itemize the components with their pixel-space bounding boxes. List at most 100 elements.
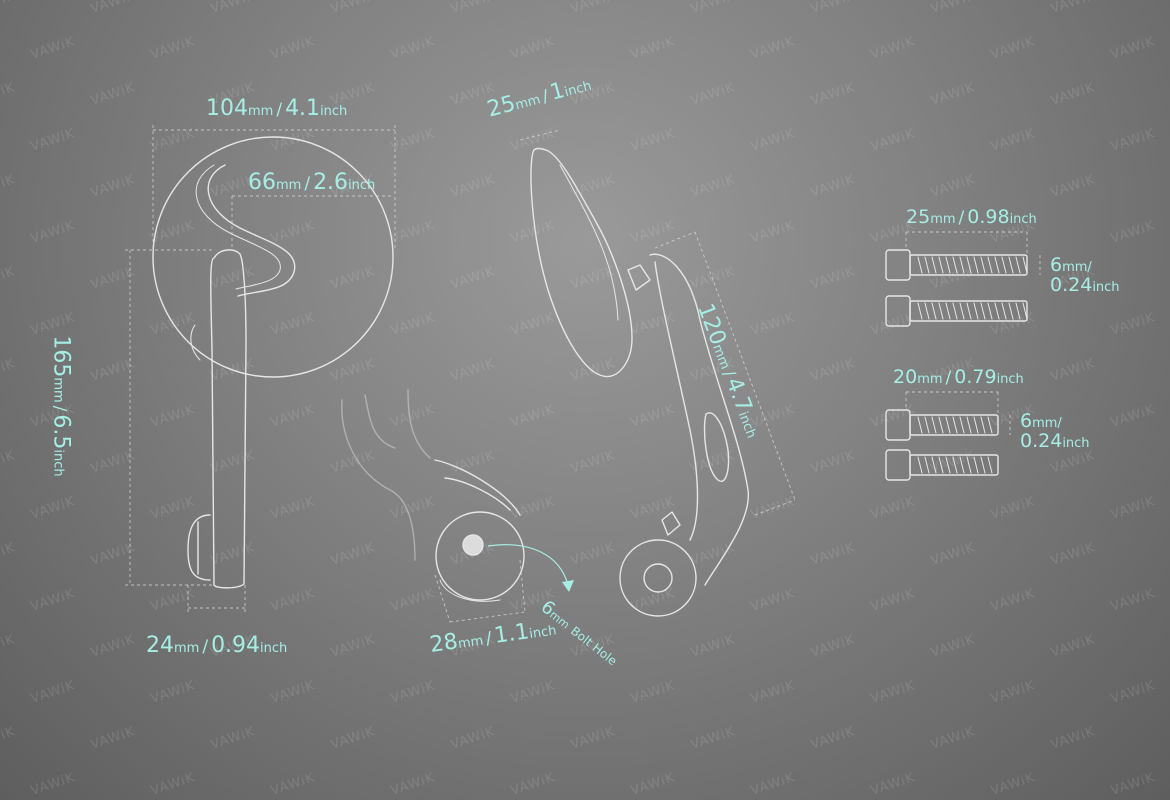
dim-bolt2-diameter: 6mm/ 0.24inch [1020,410,1090,452]
thread-line [924,256,930,274]
bolt-threads [917,256,1028,474]
thread-line [966,302,972,320]
clamp-arm [444,477,511,511]
clamp-arm [434,459,521,516]
thread-line [973,302,979,320]
dim-mirror-width: 104mm/4.1inch [206,96,348,121]
handlebar-ghost [341,399,416,561]
handlebar-ghost [407,389,431,459]
stem-shadow [190,324,201,361]
dim-bolt1-length: 25mm/0.98inch [906,206,1037,228]
thread-line [917,416,923,434]
bolt-shaft [909,454,999,476]
thread-line [924,456,930,474]
thread-line [1022,302,1028,320]
thread-line [1001,302,1007,320]
clamp-shadow [439,579,501,602]
mirror-reflection-curve [207,164,296,297]
thread-line [924,416,930,434]
thread-line [973,456,979,474]
thread-line [945,456,951,474]
thread-line [931,456,937,474]
thread-line [966,256,972,274]
thread-line [980,256,986,274]
thread-line [966,456,972,474]
thread-line [987,256,993,274]
thread-line [938,456,944,474]
thread-line [994,302,1000,320]
bolt-head [885,249,911,281]
thread-line [1008,302,1014,320]
clamp-view [341,389,525,602]
dim-bolt2-length: 20mm/0.79inch [893,366,1024,388]
bolt-shaft [909,254,1028,276]
thread-line [931,302,937,320]
thread-line [959,302,965,320]
front-view [152,136,394,589]
bolt-head [885,409,911,441]
mirror-head-side [530,147,633,378]
thread-line [994,256,1000,274]
side-view [530,147,749,617]
arm-inner-edge [654,261,699,541]
mirror-glass-outline [152,136,394,378]
ball-joint [627,264,651,291]
side-clamp-hole [643,563,673,593]
thread-line [1008,256,1014,274]
dim-mirror-inner: 66mm/2.6inch [248,170,376,195]
bolt-shaft [909,300,1028,322]
thread-line [1015,302,1021,320]
thread-line [931,256,937,274]
thread-line [980,416,986,434]
mirror-reflection-curve [195,164,281,290]
thread-line [945,416,951,434]
bolt-hole-arrowhead [562,580,574,592]
side-clamp-screw [661,511,681,536]
thread-line [952,456,958,474]
thread-line [952,256,958,274]
handlebar-ghost [364,394,396,449]
thread-line [987,416,993,434]
bolt-head [885,449,911,481]
thread-line [952,302,958,320]
thread-line [917,302,923,320]
arm-outer-edge [649,253,749,586]
dimension-lines [125,125,1041,623]
dim-stem-width: 24mm/0.94inch [146,633,288,658]
thread-line [980,302,986,320]
thread-line [959,456,965,474]
thread-line [931,416,937,434]
thread-line [938,302,944,320]
thread-line [987,302,993,320]
bolt-shaft [909,414,999,436]
dim-bolt1-diameter: 6mm/ 0.24inch [1050,254,1120,296]
thread-line [924,302,930,320]
mirror-stem [210,249,247,589]
thread-line [966,416,972,434]
thread-line [1022,256,1028,274]
thread-line [973,416,979,434]
mirror-head-edge [559,164,619,321]
clamp-body [435,511,525,601]
thread-line [938,416,944,434]
thread-line [959,256,965,274]
thread-line [938,256,944,274]
thread-line [1015,256,1021,274]
thread-line [987,456,993,474]
stem-end-cap [187,514,211,581]
thread-line [945,302,951,320]
thread-line [973,256,979,274]
bolt-hole-arrow [487,544,569,586]
side-clamp-ring [619,539,697,617]
arm-slot [703,412,730,482]
dim-mirror-height: 165mm/6.5inch [48,335,74,477]
thread-line [952,416,958,434]
bolt-head [885,295,911,327]
thread-line [959,416,965,434]
thread-line [1001,256,1007,274]
bolts-view [885,249,1028,481]
bolt-hole-marker [462,534,484,556]
thread-line [980,456,986,474]
thread-line [917,256,923,274]
